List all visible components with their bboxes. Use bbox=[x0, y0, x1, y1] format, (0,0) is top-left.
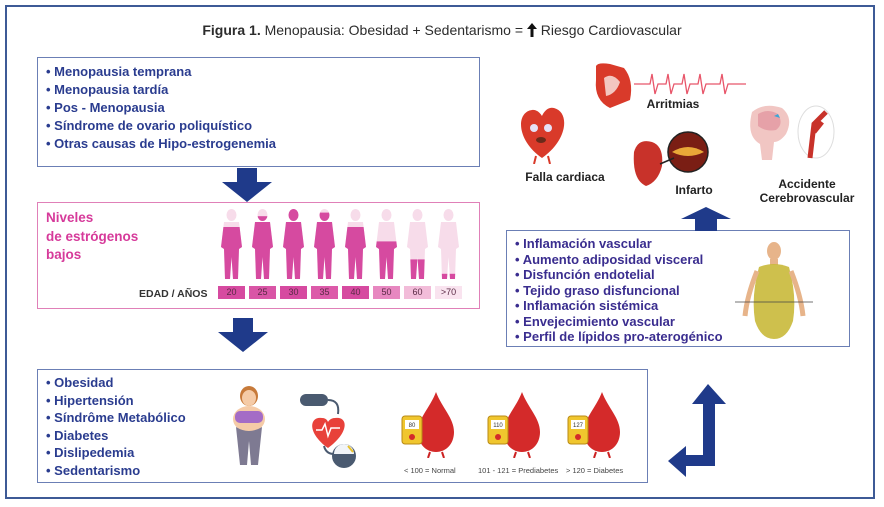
title-text: Menopausia: Obesidad + Sedentarismo = bbox=[264, 22, 523, 38]
mechanisms-list: Inflamación vascular Aumento adiposidad … bbox=[515, 236, 849, 345]
heart-failure-illustration bbox=[521, 107, 565, 164]
svg-text:127: 127 bbox=[573, 423, 584, 429]
list-item: Síndrôme Metabólico bbox=[46, 409, 647, 427]
glucose-range-label: < 100 = Normal bbox=[404, 466, 456, 475]
arrhythmia-illustration bbox=[595, 63, 746, 108]
glucose-range-label: > 120 = Diabetes bbox=[566, 466, 624, 475]
down-arrow-icon bbox=[218, 318, 268, 352]
up-arrow-icon bbox=[526, 23, 537, 40]
estrogen-label-line: de estrógenos bbox=[46, 228, 139, 244]
stroke-illustration bbox=[750, 105, 835, 160]
svg-text:80: 80 bbox=[409, 423, 416, 429]
age-cell: 40 bbox=[342, 286, 369, 299]
glucose-drop-character: 127 bbox=[566, 392, 634, 463]
heart-attack-illustration bbox=[633, 131, 709, 186]
mechanisms-box: Inflamación vascular Aumento adiposidad … bbox=[506, 230, 850, 347]
glucose-drop-character: 80 bbox=[400, 392, 468, 463]
visceral-fat-body-illustration bbox=[735, 242, 813, 339]
age-cell: 50 bbox=[373, 286, 400, 299]
list-item: Obesidad bbox=[46, 374, 647, 392]
age-cell: 30 bbox=[280, 286, 307, 299]
list-item: Menopausia tardía bbox=[46, 81, 479, 99]
list-item: Inflamación sistémica bbox=[515, 298, 849, 314]
list-item: Dislipedemia bbox=[46, 444, 647, 462]
list-item: Síndrome de ovario poliquístico bbox=[46, 117, 479, 135]
woman-silhouette bbox=[311, 209, 338, 281]
age-cell: 20 bbox=[218, 286, 245, 299]
age-axis-label: EDAD / AÑOS bbox=[139, 288, 208, 300]
glucose-drop-character: 110 bbox=[486, 392, 554, 463]
estrogen-box: Niveles de estrógenos bajos EDAD / AÑOS … bbox=[37, 202, 480, 309]
age-cell: 35 bbox=[311, 286, 338, 299]
woman-silhouette bbox=[249, 209, 276, 281]
woman-silhouettes bbox=[218, 209, 462, 281]
down-arrow-icon bbox=[222, 168, 272, 202]
glucose-range-label: 101 - 121 = Prediabetes bbox=[478, 466, 559, 475]
list-item: Tejido graso disfuncional bbox=[515, 283, 849, 299]
stroke-label-line: Accidente bbox=[778, 177, 836, 191]
figure-number: Figura 1. bbox=[202, 22, 261, 38]
woman-silhouette bbox=[342, 209, 369, 281]
estrogen-label-line: bajos bbox=[46, 247, 82, 262]
causes-list: Menopausia temprana Menopausia tardía Po… bbox=[46, 63, 479, 153]
list-item: Envejecimiento vascular bbox=[515, 314, 849, 330]
woman-silhouette bbox=[435, 209, 462, 281]
list-item: Otras causas de Hipo-estrogenemia bbox=[46, 135, 479, 153]
list-item: Diabetes bbox=[46, 427, 647, 445]
age-cell: >70 bbox=[435, 286, 462, 299]
title-risk-text: Riesgo Cardiovascular bbox=[540, 22, 682, 38]
blood-pressure-icon bbox=[300, 394, 356, 468]
conditions-list: Obesidad Hipertensión Síndrôme Metabólic… bbox=[46, 374, 647, 479]
estrogen-label: Niveles de estrógenos bajos bbox=[46, 209, 138, 265]
l-shaped-arrow-icon bbox=[668, 384, 726, 477]
up-arrow-icon bbox=[681, 207, 731, 231]
age-strip: 20 25 30 35 40 50 60 >70 bbox=[218, 286, 462, 299]
list-item: Perfil de lípidos pro-aterogénico bbox=[515, 329, 849, 345]
arrhythmia-label: Arritmias bbox=[646, 97, 700, 111]
estrogen-label-line: Niveles bbox=[46, 210, 94, 225]
list-item: Pos - Menopausia bbox=[46, 99, 479, 117]
figure-frame bbox=[5, 5, 875, 499]
figure-title: Figura 1. Menopausia: Obesidad + Sedenta… bbox=[0, 22, 884, 40]
causes-box: Menopausia temprana Menopausia tardía Po… bbox=[37, 57, 480, 167]
woman-silhouette bbox=[373, 209, 400, 281]
age-cell: 25 bbox=[249, 286, 276, 299]
stroke-label: Accidente Cerebrovascular bbox=[752, 177, 862, 205]
list-item: Inflamación vascular bbox=[515, 236, 849, 252]
heart-attack-label: Infarto bbox=[675, 183, 713, 197]
woman-silhouette bbox=[280, 209, 307, 281]
list-item: Hipertensión bbox=[46, 392, 647, 410]
svg-text:110: 110 bbox=[493, 423, 503, 429]
list-item: Aumento adiposidad visceral bbox=[515, 252, 849, 268]
age-cell: 60 bbox=[404, 286, 431, 299]
list-item: Menopausia temprana bbox=[46, 63, 479, 81]
heart-failure-label: Falla cardiaca bbox=[525, 170, 605, 184]
obese-woman-illustration bbox=[233, 386, 265, 465]
stroke-label-line: Cerebrovascular bbox=[759, 191, 855, 205]
woman-silhouette bbox=[218, 209, 245, 281]
list-item: Sedentarismo bbox=[46, 462, 647, 480]
list-item: Disfunción endotelial bbox=[515, 267, 849, 283]
woman-silhouette bbox=[404, 209, 431, 281]
